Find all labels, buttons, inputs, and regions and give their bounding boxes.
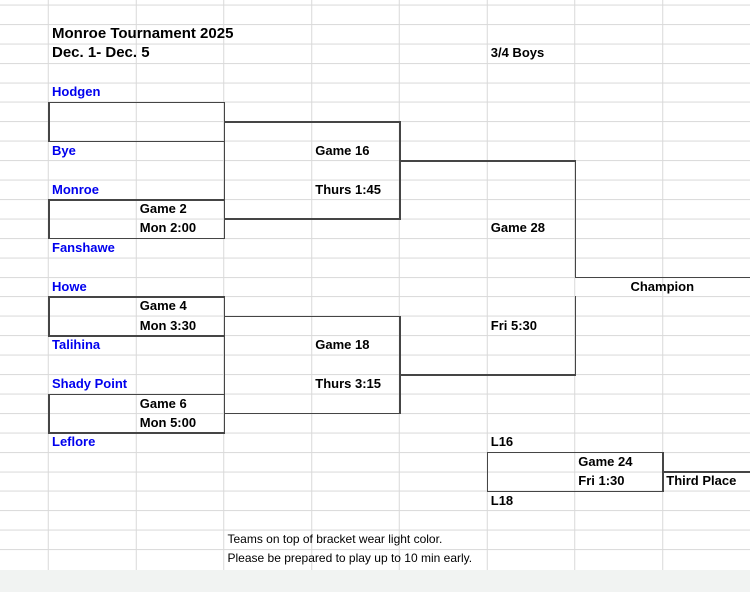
team-howe: Howe: [52, 278, 87, 294]
bracket-line-game2-box-left: [48, 199, 50, 240]
bracket-line-game24-box-top: [486, 451, 664, 454]
game2-time: Mon 2:00: [139, 220, 197, 236]
game18-label: Game 18: [315, 337, 370, 353]
game16-time: Thurs 1:45: [315, 181, 381, 197]
team-shady-point: Shady Point: [52, 376, 128, 392]
third-place-label: Third Place: [666, 473, 737, 489]
bracket-line-hodgen-box-left: [48, 101, 50, 143]
bracket-line-upper-left-vertical: [223, 101, 225, 240]
division-label: 3/4 Boys: [490, 45, 545, 61]
bracket-line-game18-winner: [399, 374, 576, 376]
bracket-line-game16-box-bottom: [223, 218, 401, 220]
game28-label: Game 28: [490, 220, 545, 236]
game2-label: Game 2: [139, 201, 187, 216]
bracket-line-game16-winner: [399, 160, 576, 162]
game6-label: Game 6: [139, 395, 187, 411]
bracket-line-game24-box-left: [486, 451, 489, 493]
spreadsheet-gridlines: [0, 0, 750, 570]
game24-label: Game 24: [578, 453, 633, 469]
game4-label: Game 4: [139, 298, 187, 314]
date-range: Dec. 1- Dec. 5: [52, 44, 150, 62]
bracket-line-game24-box-bottom: [486, 490, 664, 493]
loser-game18-label: L18: [490, 492, 514, 508]
bracket-line-game2-box-top: [48, 199, 224, 201]
note-early-play: Please be prepared to play up to 10 min …: [227, 551, 473, 566]
bracket-line-champion: [574, 276, 750, 279]
bracket-line-final-upper-vertical: [574, 160, 576, 279]
page-background-band: [0, 569, 750, 592]
game28-time: Fri 5:30: [490, 317, 537, 333]
bracket-line-game6-box-left: [48, 393, 50, 434]
bracket-line-hodgen-box-top: [48, 101, 224, 104]
team-bye: Bye: [52, 142, 76, 158]
game18-time: Thurs 3:15: [315, 376, 381, 392]
team-monroe: Monroe: [52, 181, 99, 197]
bracket-line-third-place: [662, 471, 750, 473]
bracket-line-game18-box-right: [399, 315, 401, 415]
bracket-line-game18-box-top: [223, 315, 401, 318]
team-leflore: Leflore: [52, 434, 96, 450]
team-fanshawe: Fanshawe: [52, 239, 115, 255]
team-hodgen: Hodgen: [52, 84, 101, 100]
bracket-line-game4-box-top: [48, 296, 224, 298]
loser-game16-label: L16: [490, 434, 514, 450]
bracket-line-hodgen-box-bottom: [48, 140, 224, 143]
bracket-line-game4-box-left: [48, 296, 50, 337]
game4-time: Mon 3:30: [139, 317, 197, 333]
bracket-line-game16-box-top: [223, 121, 401, 123]
bracket-line-game4-box-bottom: [48, 335, 224, 337]
game24-time: Fri 1:30: [578, 473, 625, 489]
bracket-line-game6-box-bottom: [48, 432, 224, 434]
game6-time: Mon 5:00: [139, 414, 197, 430]
bracket-line-lower-left-vertical: [223, 296, 225, 434]
page-title: Monroe Tournament 2025: [52, 24, 234, 42]
bracket-line-game2-box-bottom: [48, 237, 224, 240]
bracket-line-game16-box-right: [399, 121, 401, 220]
team-talihina: Talihina: [52, 337, 101, 353]
bracket-line-game6-box-top: [48, 393, 224, 395]
bracket-line-final-lower-vertical: [574, 296, 576, 376]
bracket-line-game18-box-bottom: [223, 412, 401, 415]
game16-label: Game 16: [315, 142, 370, 158]
note-uniform-color: Teams on top of bracket wear light color…: [227, 531, 443, 546]
champion-label: Champion: [630, 278, 695, 294]
